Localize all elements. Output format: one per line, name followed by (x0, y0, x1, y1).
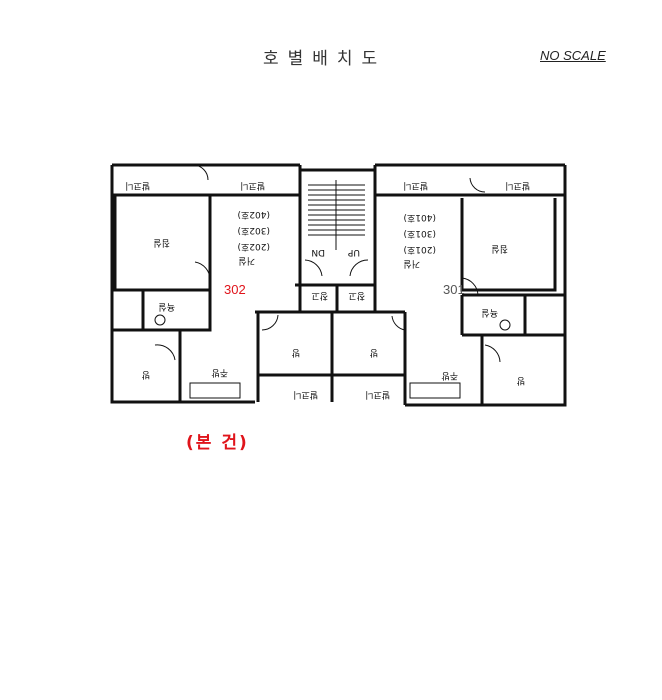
kitchen-label: 주방 (211, 367, 228, 378)
scale-note: NO SCALE (540, 48, 606, 63)
room-label: 방 (370, 347, 378, 358)
living-label: 거실 (403, 258, 420, 269)
bath-label: 욕실 (481, 307, 498, 318)
unit-number-401: (401호) (404, 212, 436, 223)
balcony-label: 발코니 (365, 389, 390, 400)
storage-label: 창고 (348, 290, 365, 301)
storage-label: 창고 (311, 290, 328, 301)
bedroom-label: 침실 (153, 237, 170, 248)
unit-number-302: (302호) (238, 225, 270, 236)
unit-label-301: 301 (443, 282, 465, 297)
subject-caption: (본 건) (186, 433, 249, 453)
doors (154, 164, 511, 399)
unit-number-202: (202호) (238, 241, 270, 252)
balcony-label: 발코니 (403, 180, 428, 191)
stair-up-label: UP (347, 247, 360, 257)
walls (110, 163, 567, 407)
page-title: 호별배치도 (263, 49, 387, 69)
kitchen-label: 주방 (441, 370, 458, 381)
room-labels: 발코니 발코니 발코니 발코니 침실 침실 (402호) (302호) (202… (125, 180, 530, 400)
unit-number-201: (201호) (404, 244, 436, 255)
balcony-label: 발코니 (293, 389, 318, 400)
bedroom-label: 침실 (491, 243, 508, 254)
living-label: 거실 (238, 255, 255, 266)
bath-label: 욕실 (158, 301, 175, 312)
room-label: 방 (142, 369, 150, 380)
room-label: 방 (292, 347, 300, 358)
unit-number-301: (301호) (404, 228, 436, 239)
unit-number-402: (402호) (238, 209, 270, 220)
room-label: 방 (517, 375, 525, 386)
balcony-label: 발코니 (240, 180, 265, 191)
unit-label-302: 302 (224, 282, 246, 297)
balcony-label: 발코니 (505, 180, 530, 191)
stair-dn-label: DN (311, 247, 325, 257)
balcony-label: 발코니 (125, 180, 150, 191)
